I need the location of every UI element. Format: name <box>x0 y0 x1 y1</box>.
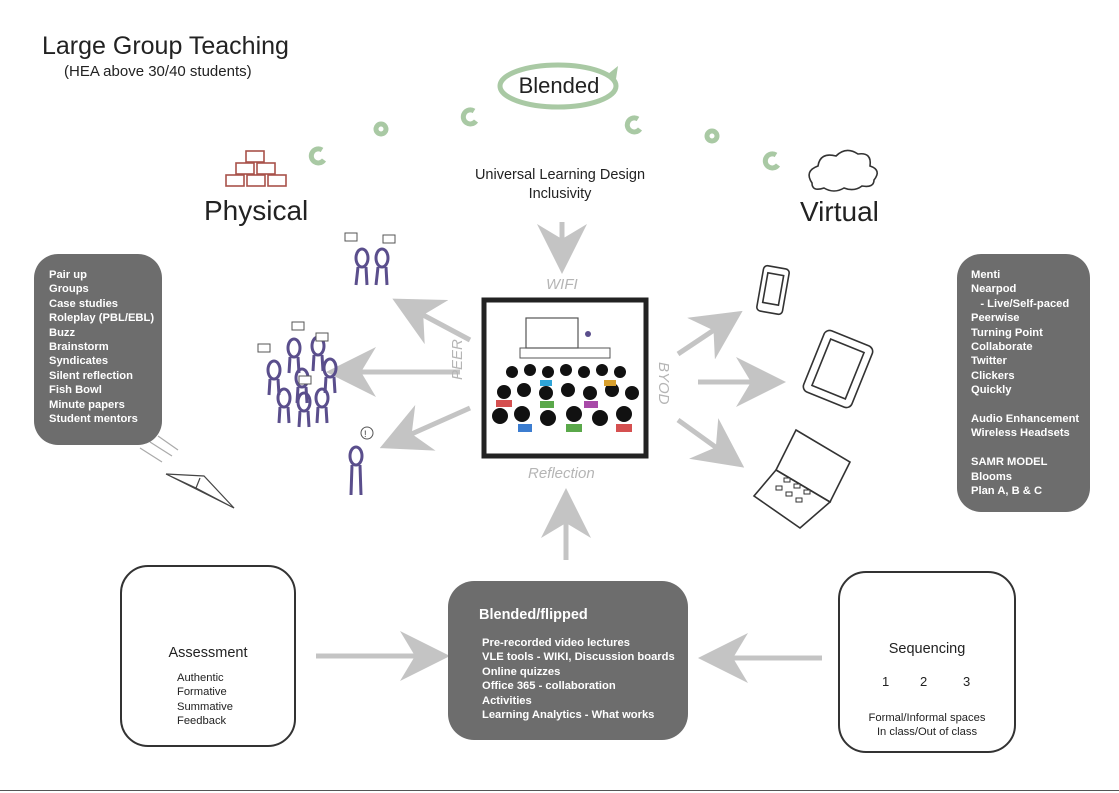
list-item: SAMR MODEL <box>971 456 1048 469</box>
sequencing-box: Sequencing Formal/Informal spaces In cla… <box>838 571 1016 753</box>
list-item: Pre-recorded video lectures <box>482 637 630 649</box>
list-item: Minute papers <box>49 398 125 411</box>
list-item: Collaborate <box>971 341 1033 354</box>
list-item: Syndicates <box>49 355 109 368</box>
list-spacer <box>971 398 1090 412</box>
sequencing-line: Formal/Informal spaces <box>868 712 986 724</box>
sequencing-title: Sequencing <box>888 641 966 657</box>
list-spacer <box>971 441 1090 455</box>
list-item: Audio Enhancement <box>971 413 1080 426</box>
list-item: Silent reflection <box>49 369 133 382</box>
list-item: Turning Point <box>971 326 1043 339</box>
flow-arrows <box>316 222 822 683</box>
list-item: VLE tools - WIKI, Discussion boards <box>482 651 675 664</box>
list-item: Feedback <box>177 715 227 728</box>
virtual-label: Virtual <box>800 196 879 227</box>
page-subtitle: (HEA above 30/40 students) <box>64 63 252 80</box>
list-item: Authentic <box>177 672 224 684</box>
cloud-icon <box>808 149 878 192</box>
step-number: 1 <box>882 674 890 689</box>
bottom-divider <box>0 790 1119 791</box>
bricks-icon <box>225 150 287 187</box>
blended-flipped-title: Blended/flipped <box>479 607 588 623</box>
list-item: Roleplay (PBL/EBL) <box>49 312 155 325</box>
list-item: Formative <box>177 686 227 699</box>
physical-label: Physical <box>204 195 309 226</box>
center-heading: Universal Learning Design Inclusivity <box>440 166 680 204</box>
paper-plane-icon <box>139 435 235 509</box>
list-item: Clickers <box>971 369 1015 382</box>
blended-cycle-icon <box>497 62 619 110</box>
physical-activities-box: Pair up Groups Case studies Roleplay (PB… <box>34 254 162 445</box>
virtual-tools-box: Menti Nearpod - Live/Self-paced Peerwise… <box>957 254 1090 512</box>
tablet-icon <box>802 329 874 409</box>
step-number: 3 <box>963 674 971 689</box>
lecture-hall-picture <box>481 297 649 459</box>
list-item: Blooms <box>971 470 1013 483</box>
list-item: Plan A, B & C <box>971 485 1043 498</box>
cycle-swirl-icons <box>308 107 781 171</box>
inclusivity-text: Inclusivity <box>528 186 592 202</box>
list-item: Buzz <box>49 326 76 339</box>
assessment-box: Assessment Authentic Formative Summative… <box>120 565 296 747</box>
single-person-icon <box>348 445 364 496</box>
wifi-label: WIFI <box>546 276 578 293</box>
list-item: Activities <box>482 694 532 707</box>
list-item: Brainstorm <box>49 341 109 354</box>
list-item: Online quizzes <box>482 665 561 678</box>
laptop-icon <box>752 428 852 530</box>
list-item: Case studies <box>49 297 119 310</box>
page-title: Large Group Teaching <box>42 32 289 60</box>
list-item: Peerwise <box>971 312 1020 325</box>
list-item: Office 365 - collaboration <box>482 680 616 693</box>
phone-icon <box>756 264 790 316</box>
sequencing-line: In class/Out of class <box>876 726 978 739</box>
byod-label: BYOD <box>655 362 672 405</box>
list-item: Learning Analytics - What works <box>482 709 655 722</box>
exclamation-icon: ! <box>364 429 367 439</box>
list-item: Pair up <box>49 269 87 281</box>
list-item: Menti <box>971 269 1001 281</box>
list-item: Wireless Headsets <box>971 427 1070 440</box>
blended-flipped-box: Blended/flipped Pre-recorded video lectu… <box>448 581 688 740</box>
peer-label: PEER <box>449 339 466 380</box>
universal-learning-design-text: Universal Learning Design <box>474 167 646 183</box>
list-item: Twitter <box>971 355 1007 368</box>
list-item: Quickly <box>971 384 1012 397</box>
list-item: Fish Bowl <box>49 384 102 397</box>
list-item: Groups <box>49 283 89 296</box>
list-item: Student mentors <box>49 413 138 426</box>
list-item: Summative <box>177 700 233 713</box>
reflection-label: Reflection <box>528 465 595 482</box>
list-item: - Live/Self-paced <box>971 297 1070 310</box>
blended-label: Blended <box>518 73 600 98</box>
assessment-title: Assessment <box>168 645 248 661</box>
list-item: Nearpod <box>971 283 1017 296</box>
step-number: 2 <box>920 674 928 689</box>
speech-bubble-icons <box>257 232 396 440</box>
pair-people-icon <box>354 247 390 286</box>
